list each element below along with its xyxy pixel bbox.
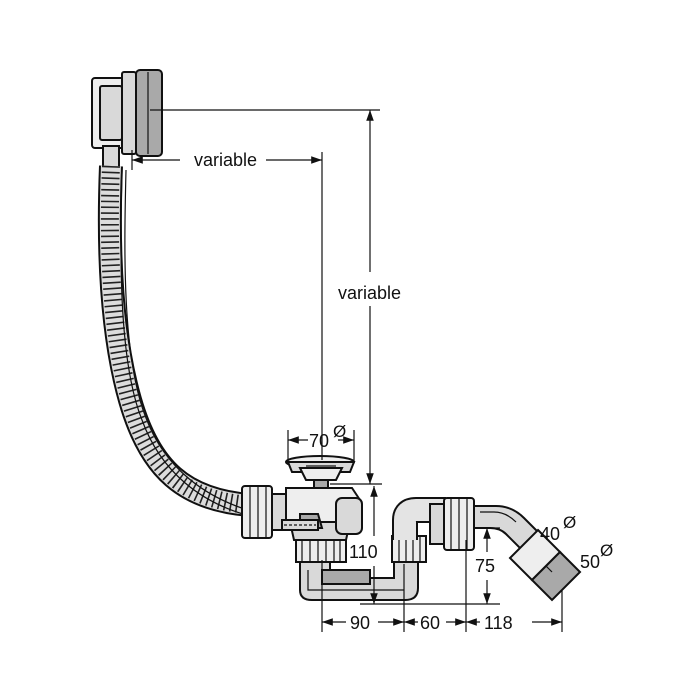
strainer-diameter-symbol: Ø — [333, 422, 346, 441]
overflow-head — [91, 69, 163, 169]
outlet-end-piece — [508, 528, 582, 602]
variable-vertical-label: variable — [338, 283, 401, 303]
dimension-strainer-diameter — [287, 430, 355, 462]
variable-horizontal-label: variable — [194, 150, 257, 170]
flexible-hose — [97, 165, 263, 519]
dimension-variable-vertical — [150, 109, 382, 485]
drain-body — [281, 487, 363, 541]
outlet-50-symbol: Ø — [600, 541, 613, 560]
outlet-40-label: 40 — [540, 524, 560, 544]
width-90-label: 90 — [350, 613, 370, 633]
width-60-label: 60 — [420, 613, 440, 633]
drain-nut — [295, 539, 347, 563]
outlet-50-label: 50 — [580, 552, 600, 572]
drain-strainer — [285, 455, 356, 491]
height-75-label: 75 — [475, 556, 495, 576]
dimension-height-110 — [360, 486, 460, 605]
height-110-label: 110 — [349, 542, 378, 562]
dimension-variable-horizontal — [131, 150, 323, 460]
riser-nut — [391, 535, 427, 563]
strainer-diameter-label: 70 — [309, 431, 329, 451]
width-118-label: 118 — [484, 613, 513, 633]
dimension-height-75 — [460, 527, 500, 605]
outlet-40-symbol: Ø — [563, 513, 576, 532]
outlet-coupling-nut — [443, 497, 475, 551]
dimension-bottom-chain — [321, 540, 563, 632]
hose-connector-nut — [241, 485, 287, 539]
outlet-pipe — [392, 497, 446, 545]
